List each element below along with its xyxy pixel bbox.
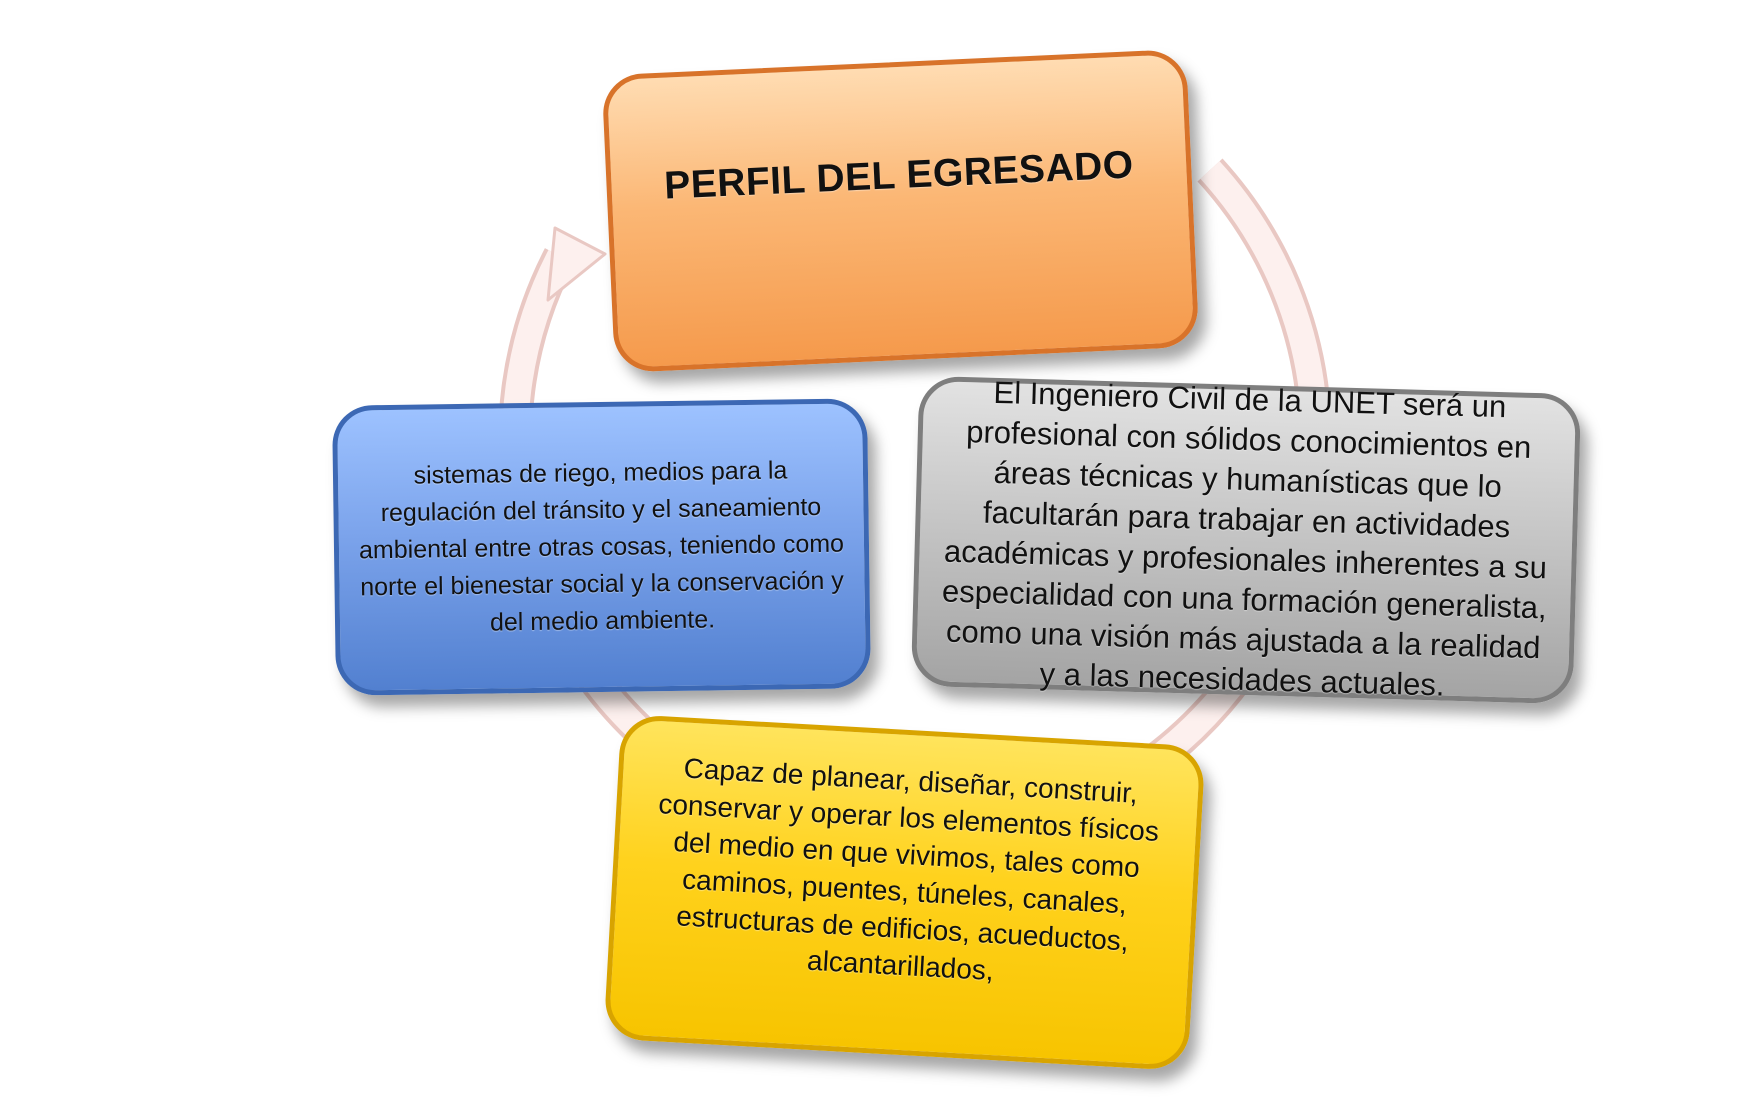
- profile-description-text: El Ingeniero Civil de la UNET será un pr…: [941, 374, 1548, 703]
- capabilities-continued-box: sistemas de riego, medios para la regula…: [332, 398, 871, 696]
- profile-description-box: El Ingeniero Civil de la UNET será un pr…: [910, 375, 1582, 705]
- capabilities-box: Capaz de planear, diseñar, construir, co…: [603, 713, 1206, 1072]
- title-box: PERFIL DEL EGRESADO: [601, 48, 1200, 374]
- title-text: PERFIL DEL EGRESADO: [663, 143, 1135, 208]
- cycle-arrowhead: [546, 226, 607, 302]
- capabilities-continued-text: sistemas de riego, medios para la regula…: [358, 455, 845, 637]
- capabilities-text: Capaz de planear, diseñar, construir, co…: [657, 752, 1160, 986]
